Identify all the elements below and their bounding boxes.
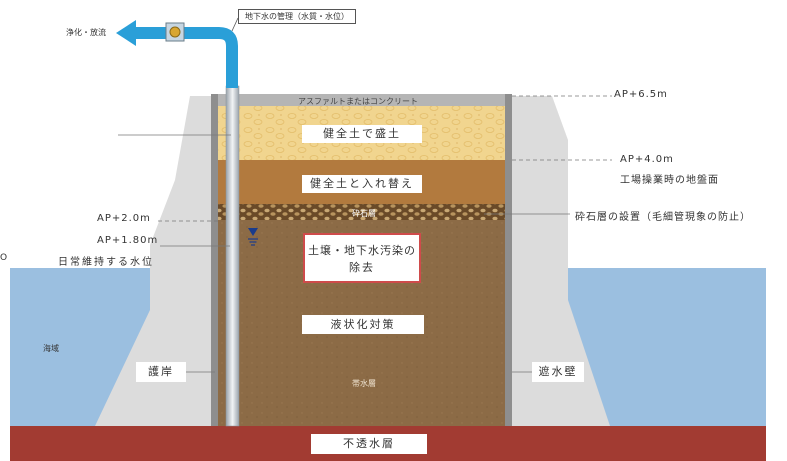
daily-level-label: 日常維持する水位 <box>58 257 154 268</box>
liquefaction-box: 液状化対策 <box>302 315 424 334</box>
ap40-label: AP+4.0m <box>620 154 674 165</box>
ap20-label: AP+2.0m <box>97 213 151 224</box>
aquifer-label: 帯水層 <box>352 379 376 388</box>
impermeable-box: 不透水層 <box>311 434 427 454</box>
water-level-icon <box>248 228 258 246</box>
remediation-line-1: 土壌・地下水汚染の <box>308 244 416 257</box>
edge-mark: O <box>0 253 8 263</box>
ap180-label: AP+1.80m <box>97 235 159 246</box>
gravel-note-label: 砕石層の設置（毛細管現象の防止） <box>575 212 751 223</box>
asphalt-layer <box>218 94 505 106</box>
valve-icon <box>165 22 185 42</box>
seawall-left <box>95 96 230 426</box>
remediation-line-2: 除去 <box>349 261 375 274</box>
arrow-left-icon <box>116 20 136 46</box>
cutoff-wall-box: 遮水壁 <box>532 362 584 382</box>
asphalt-label: アスファルトまたはコンクリート <box>298 97 418 106</box>
gravel-layer <box>218 204 505 220</box>
remediation-box: 土壌・地下水汚染の 除去 <box>303 233 421 283</box>
seawall-right <box>510 96 610 426</box>
pipe-caption-leader <box>231 17 239 32</box>
revetment-box: 護岸 <box>136 362 186 382</box>
healthy-replace-box: 健全土と入れ替え <box>302 175 422 193</box>
cutoff-wall-left <box>211 94 218 426</box>
purify-label: 浄化・放流 <box>66 28 106 37</box>
well-pipe <box>225 85 240 427</box>
ap65-label: AP+6.5m <box>614 89 668 100</box>
management-pipe <box>130 27 238 88</box>
ground-level-label: 工場操業時の地盤面 <box>620 175 719 186</box>
sea-label: 海域 <box>43 344 59 353</box>
cutoff-wall-right <box>505 94 512 426</box>
pipe-caption: 地下水の管理（水質・水位） <box>238 9 356 24</box>
healthy-fill-box: 健全土で盛土 <box>302 125 422 143</box>
gravel-label: 砕石層 <box>352 209 376 218</box>
